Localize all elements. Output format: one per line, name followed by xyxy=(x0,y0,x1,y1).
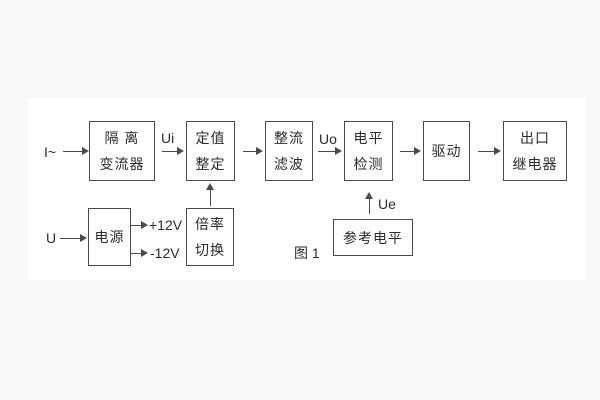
connector-drive-to-relay xyxy=(478,151,494,152)
connector-ratio-to-setting xyxy=(210,190,211,206)
input-current-label: I~ xyxy=(44,144,57,160)
block-outlet-relay: 出口 继电器 xyxy=(503,121,567,181)
block-ratio-switch-line2: 切换 xyxy=(195,242,225,258)
block-drive: 驱动 xyxy=(423,121,470,181)
connector-reference-to-level xyxy=(369,199,370,214)
connector-setting-to-rectify xyxy=(243,151,256,152)
block-power-supply: 电源 xyxy=(88,208,131,266)
arrowhead-right-icon xyxy=(82,147,89,155)
input-voltage-label: U xyxy=(46,230,57,246)
arrowhead-right-icon xyxy=(256,147,263,155)
connector-power-minus12v xyxy=(131,253,141,254)
connector-power-plus12v xyxy=(131,225,141,226)
block-setpoint-setting: 定值 整定 xyxy=(186,121,235,181)
block-ratio-switch-line1: 倍率 xyxy=(195,216,225,232)
signal-plus12v-label: +12V xyxy=(149,217,183,233)
connector-current-to-isolation xyxy=(63,151,82,152)
block-power-supply-line1: 电源 xyxy=(94,229,125,245)
signal-ue-label: Ue xyxy=(378,196,396,212)
block-drive-line1: 驱动 xyxy=(431,143,462,159)
block-isolation-transformer: 隔 离 变流器 xyxy=(89,121,155,181)
signal-uo-label: Uo xyxy=(319,131,337,147)
block-level-detection: 电平 检测 xyxy=(344,121,393,181)
signal-minus12v-label: -12V xyxy=(150,245,180,261)
block-setpoint-setting-line2: 整定 xyxy=(195,156,226,172)
arrowhead-right-icon xyxy=(141,249,148,257)
arrowhead-up-icon xyxy=(365,192,373,199)
block-rectify-filter-line1: 整流 xyxy=(274,130,304,146)
arrowhead-up-icon xyxy=(206,183,214,190)
block-setpoint-setting-line1: 定值 xyxy=(195,130,226,146)
figure-caption: 图 1 xyxy=(294,245,320,261)
block-rectify-filter-line2: 滤波 xyxy=(274,156,304,172)
block-reference-level: 参考电平 xyxy=(333,219,413,256)
connector-level-to-drive xyxy=(400,151,414,152)
connector-rectify-to-level xyxy=(318,151,335,152)
block-isolation-transformer-line2: 变流器 xyxy=(99,156,145,172)
block-rectify-filter: 整流 滤波 xyxy=(265,121,313,181)
arrowhead-right-icon xyxy=(80,234,87,242)
block-reference-level-line1: 参考电平 xyxy=(343,229,403,246)
arrowhead-right-icon xyxy=(335,147,342,155)
block-level-detection-line1: 电平 xyxy=(353,130,384,146)
arrowhead-right-icon xyxy=(494,147,501,155)
block-isolation-transformer-line1: 隔 离 xyxy=(104,130,140,146)
block-outlet-relay-line2: 继电器 xyxy=(512,156,558,172)
block-outlet-relay-line1: 出口 xyxy=(520,130,550,146)
arrowhead-right-icon xyxy=(177,147,184,155)
block-ratio-switch: 倍率 切换 xyxy=(186,208,234,266)
arrowhead-right-icon xyxy=(414,147,421,155)
block-level-detection-line2: 检测 xyxy=(353,156,384,172)
connector-voltage-to-power xyxy=(60,238,80,239)
signal-ui-label: Ui xyxy=(161,130,175,146)
connector-isolation-to-setting xyxy=(162,151,177,152)
arrowhead-right-icon xyxy=(141,221,148,229)
